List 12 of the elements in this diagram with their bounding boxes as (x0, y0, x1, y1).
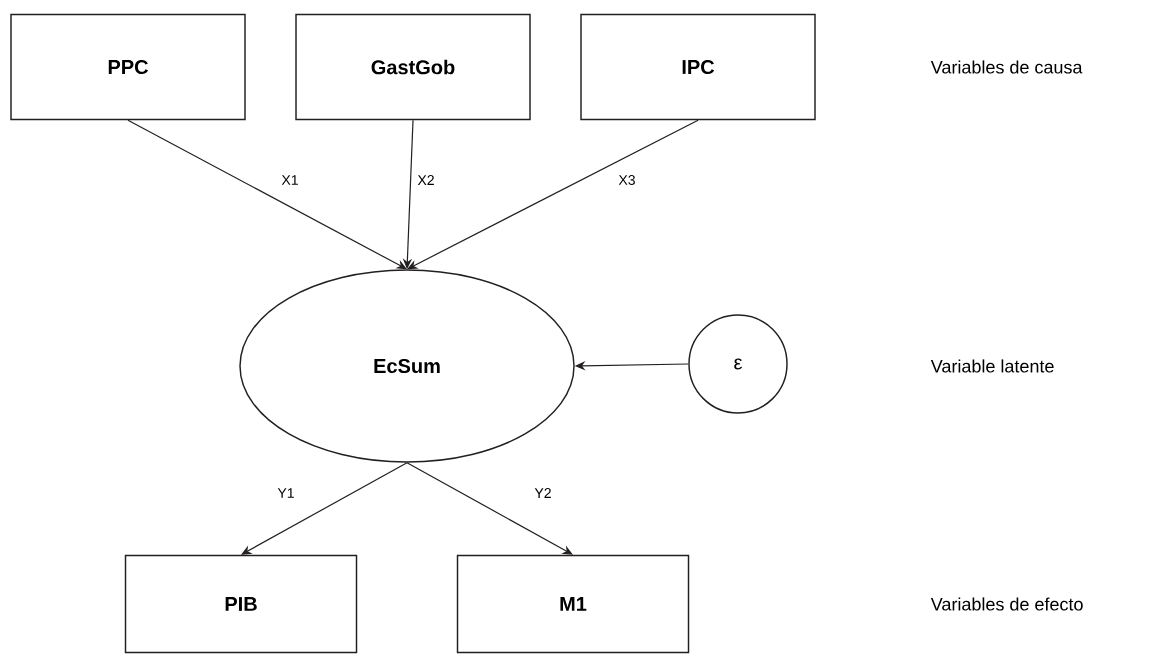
arrow (406, 462, 573, 555)
arrow (127, 119, 407, 270)
level-label: Variables de efecto (930, 597, 1083, 611)
variable-box: PPC (10, 13, 246, 121)
variable-box: M1 (456, 554, 690, 654)
arrow (407, 119, 699, 270)
level-label: Variable latente (930, 359, 1054, 373)
level-label: Variables de causa (930, 60, 1083, 74)
variable-box: IPC (580, 13, 816, 121)
variable-box: GastGob (295, 13, 531, 121)
arrow (241, 462, 408, 555)
variable-box: PIB (124, 554, 358, 654)
